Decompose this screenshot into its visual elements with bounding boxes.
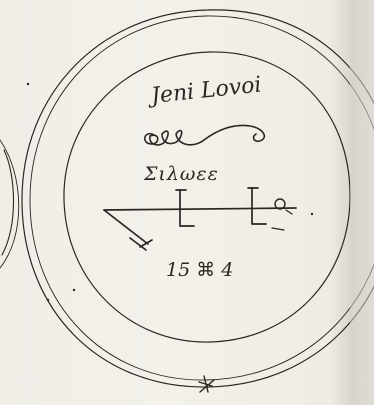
sigil-glyph [104,188,296,250]
flourish-glyph [145,126,265,145]
seal-numerals-text: 15 ⌘ 4 [166,259,233,281]
left-seal-arc [0,140,19,268]
page-gutter [350,0,374,405]
seal-name-text: Jeni Lovoi [146,73,263,110]
seal-greek-text: Σιλωεε [143,163,219,185]
seal-outer-circle [22,10,374,387]
